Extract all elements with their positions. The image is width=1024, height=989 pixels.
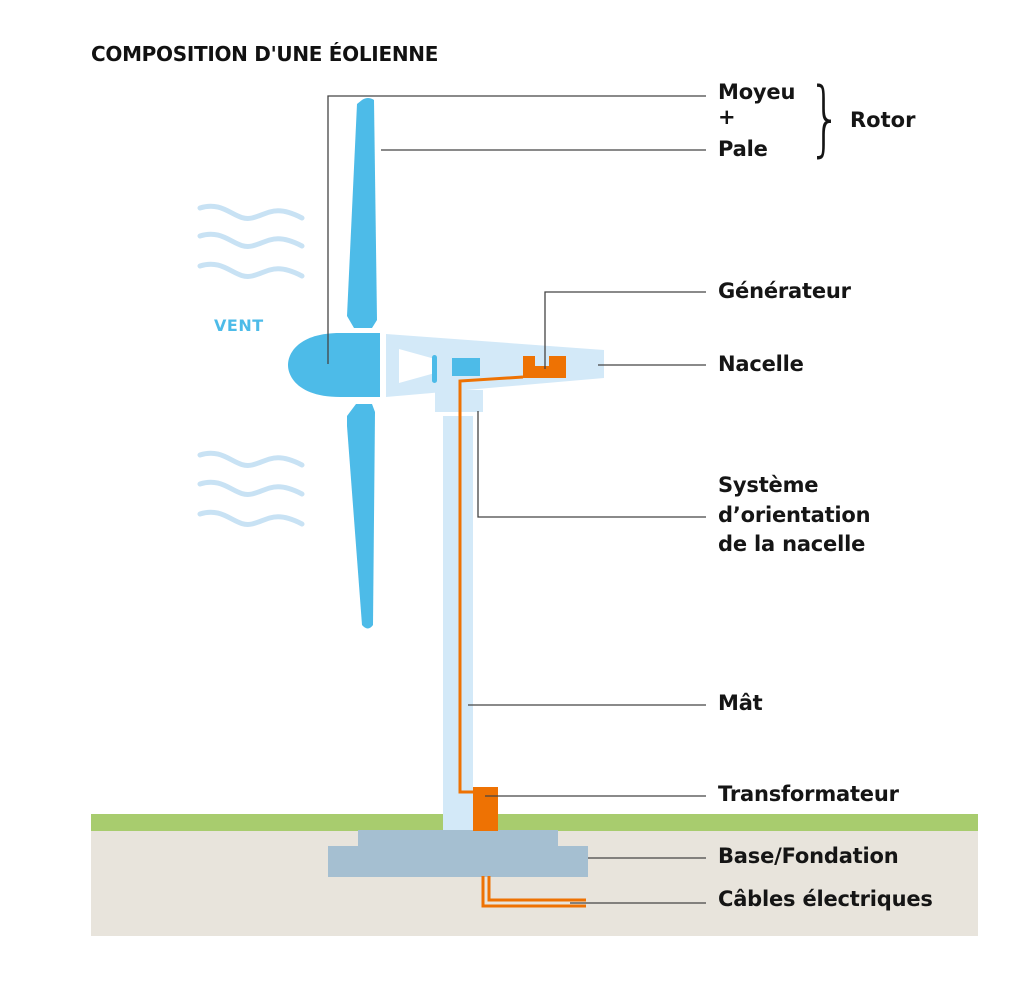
gearbox (452, 358, 480, 376)
wind-wave (197, 479, 305, 497)
underground-cable-inner (487, 876, 586, 902)
hub (288, 333, 380, 397)
leader-generateur (544, 291, 706, 369)
label-cables: Câbles électriques (718, 887, 933, 911)
foundation-top (358, 830, 558, 847)
diagram-title: COMPOSITION D'UNE ÉOLIENNE (91, 42, 439, 66)
wind-wave (197, 231, 305, 249)
label-moyeu: Moyeu (718, 80, 796, 104)
wind-label: VENT (214, 316, 264, 335)
underground-cable-outer (481, 876, 586, 908)
wind-wave (197, 509, 305, 527)
leader-moyeu (327, 95, 706, 364)
label-transformateur: Transformateur (718, 782, 899, 806)
nacelle-body (386, 334, 604, 397)
foundation-base (328, 846, 588, 877)
label-plus: + (718, 105, 736, 129)
label-systeme-line3: de la nacelle (718, 532, 866, 556)
label-generateur: Générateur (718, 279, 851, 303)
leader-systeme (477, 411, 706, 518)
label-systeme-line1: Système (718, 473, 819, 497)
label-mat: Mât (718, 691, 763, 715)
label-pale: Pale (718, 137, 768, 161)
transformer (473, 787, 498, 831)
label-rotor: Rotor (850, 108, 916, 132)
label-systeme-line2: d’orientation (718, 503, 871, 527)
internal-cable (458, 375, 524, 794)
wind-waves-bottom (197, 450, 305, 527)
wind-wave (197, 203, 305, 221)
shaft-disc (432, 355, 437, 383)
label-nacelle: Nacelle (718, 352, 804, 376)
wind-waves-top (197, 203, 305, 279)
mast (443, 416, 473, 830)
wind-wave (197, 261, 305, 279)
grass-strip (91, 814, 978, 831)
rotor-brace-icon: } (808, 71, 842, 166)
wind-wave (197, 450, 305, 468)
blade-bottom (347, 404, 375, 629)
label-base: Base/Fondation (718, 844, 899, 868)
blade-top (347, 98, 377, 328)
